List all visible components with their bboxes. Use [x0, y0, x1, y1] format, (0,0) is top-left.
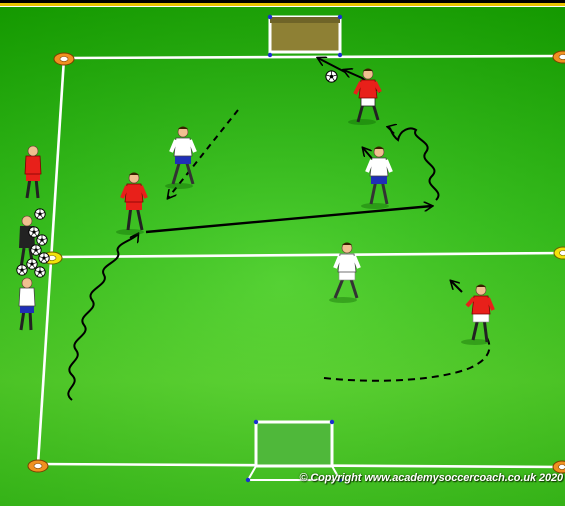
soccer-ball-icon: [35, 267, 45, 277]
cone-icon: [54, 53, 74, 65]
soccer-ball-icon: [35, 209, 45, 219]
copyright-watermark: © Copyright www.academysoccercoach.co.uk…: [299, 472, 563, 484]
soccer-ball-icon: [17, 265, 27, 275]
top-goal: [268, 15, 342, 57]
cone-icon: [28, 460, 48, 472]
soccer-ball-icon: [37, 235, 47, 245]
soccer-ball-icon: [27, 259, 37, 269]
soccer-ball-icon: [39, 253, 49, 263]
soccer-ball-icon: [31, 245, 41, 255]
soccer-ball-icon: [326, 71, 337, 82]
soccer-ball-icon: [29, 227, 39, 237]
